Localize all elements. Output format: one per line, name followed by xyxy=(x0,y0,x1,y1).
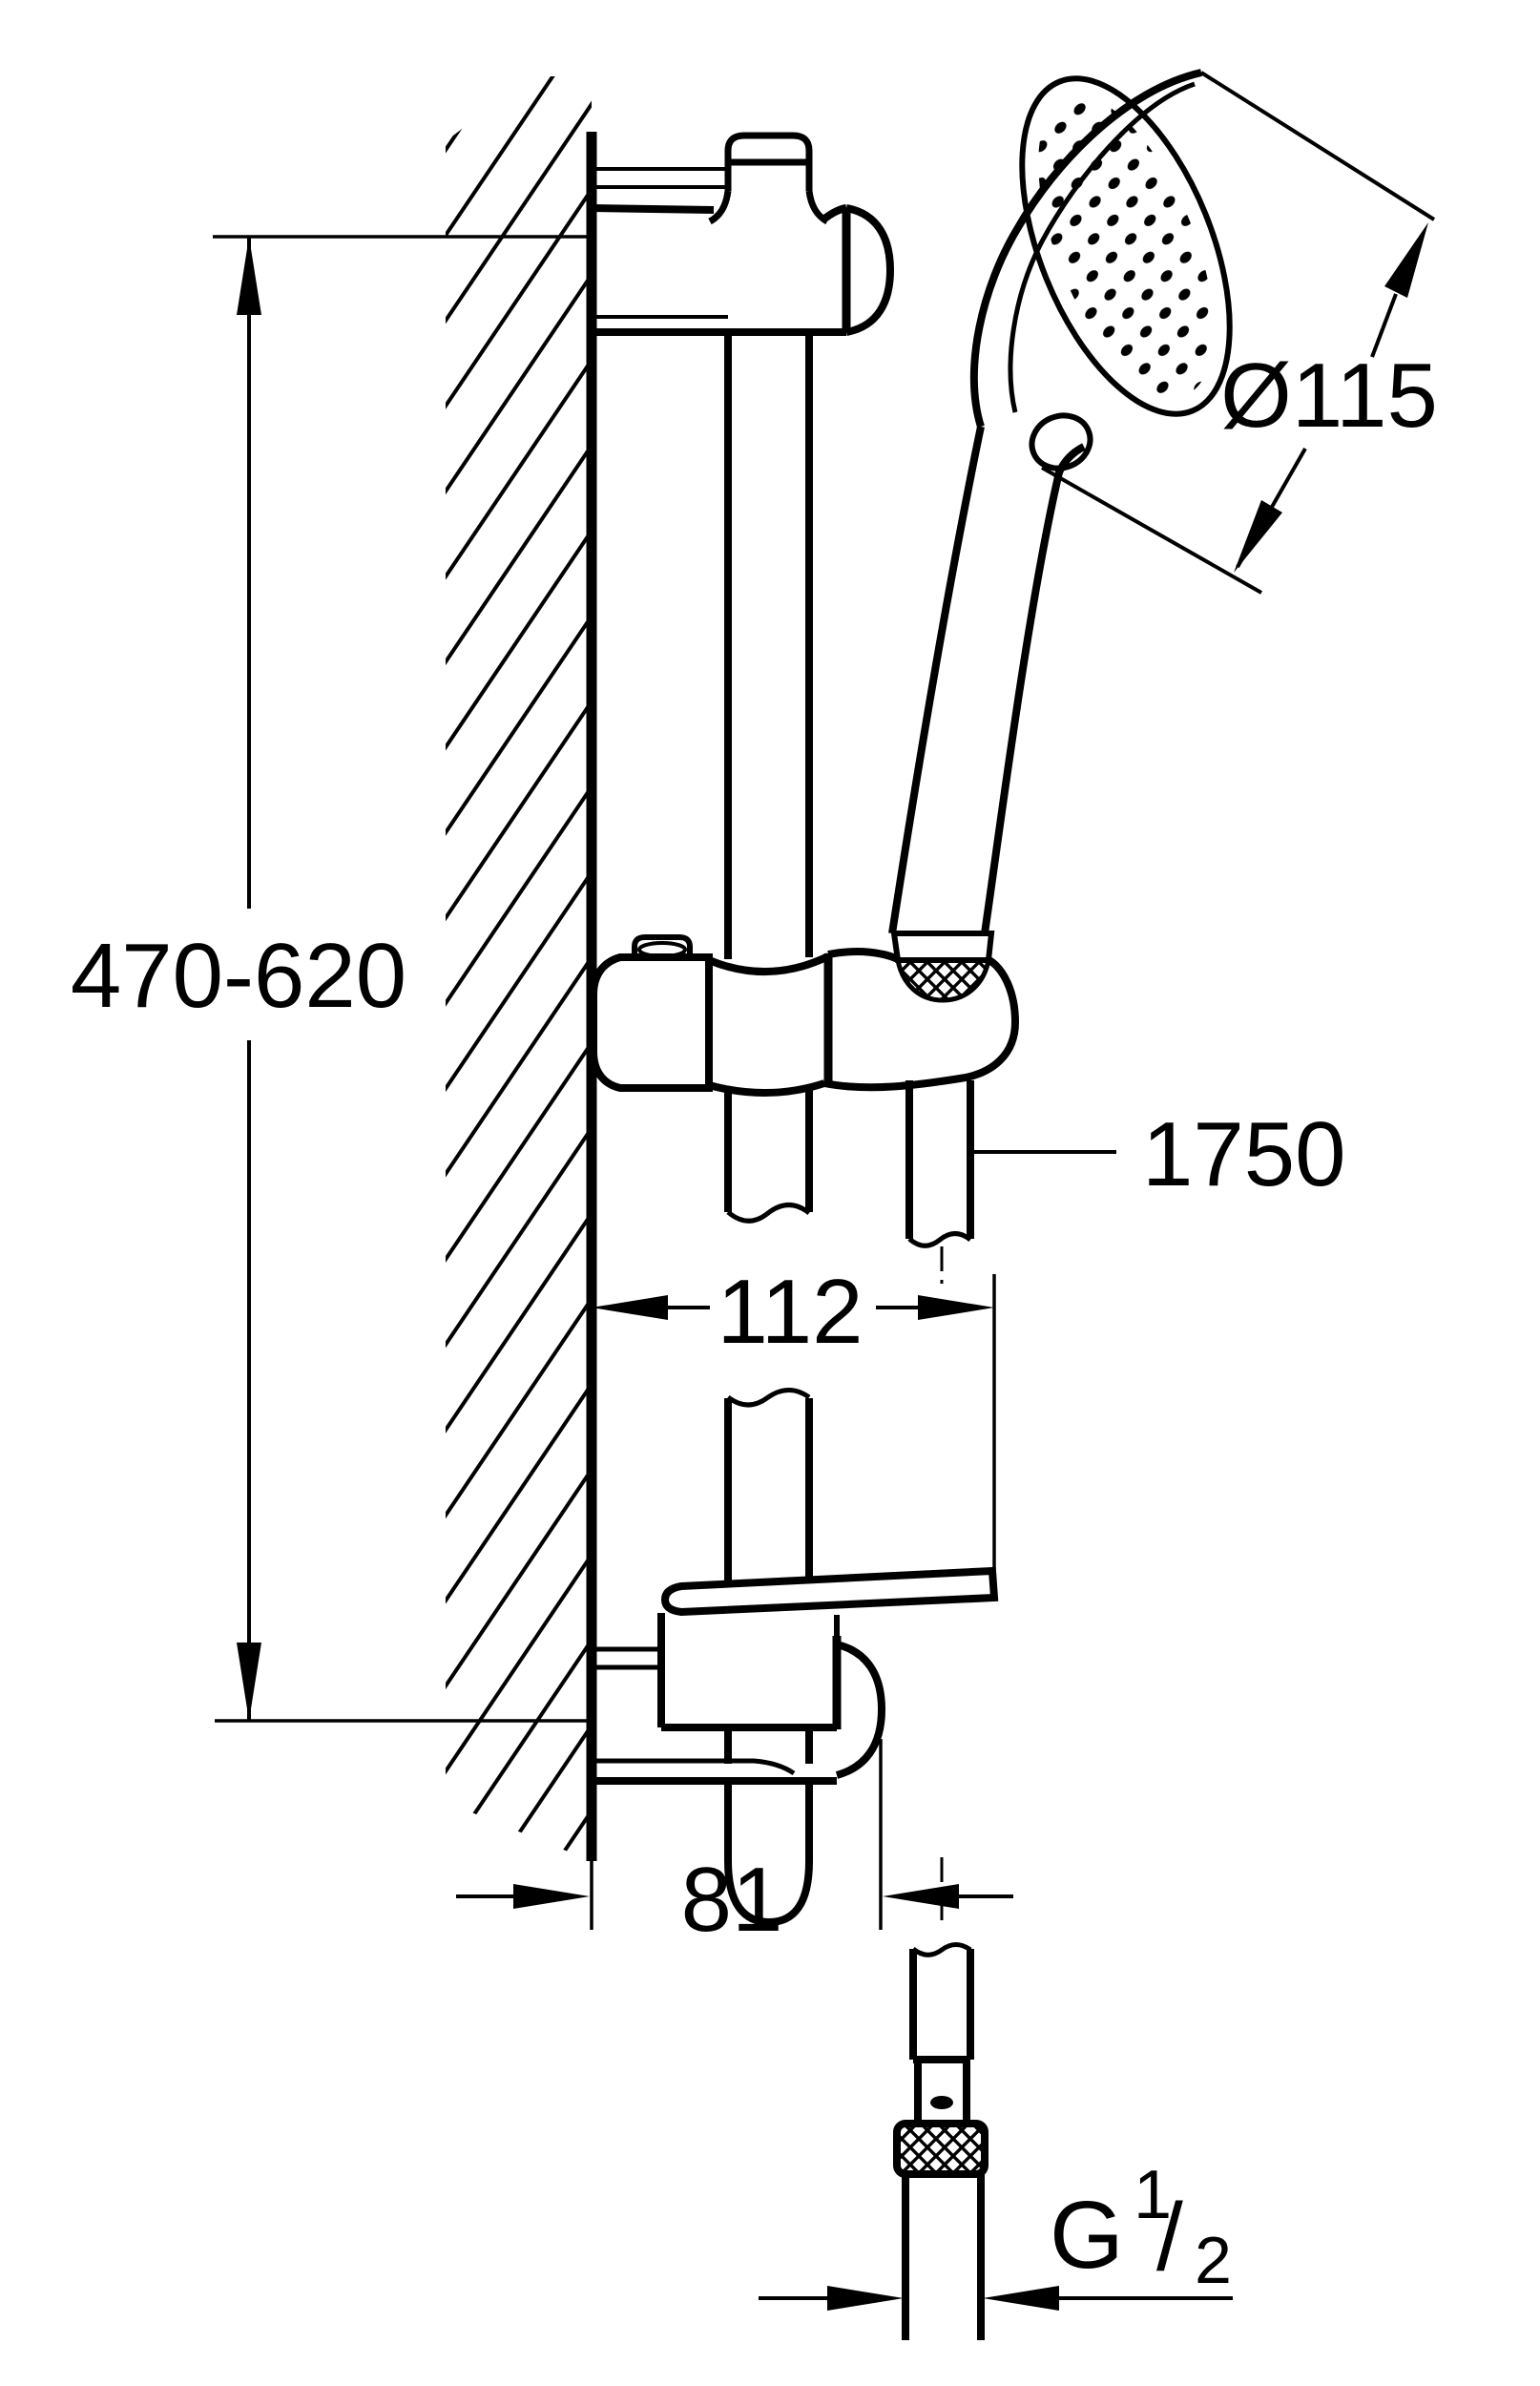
hose-cone-nut xyxy=(890,931,995,963)
wall-to-rail-end-label: 81 xyxy=(681,1849,783,1951)
holder-bulb-body xyxy=(823,955,1020,1092)
handle-left-edge xyxy=(888,426,985,934)
arrow-down-icon xyxy=(237,1643,261,1721)
thread-label-prefix: G xyxy=(1050,2182,1124,2289)
dimension-wall-to-hose: 112 xyxy=(592,1261,996,1573)
hose-break-upper xyxy=(907,1231,972,1248)
glider-block xyxy=(590,953,713,1092)
thread-label-numerator: 1 xyxy=(1134,2157,1172,2233)
holder-bulb xyxy=(827,948,900,963)
knurled-nut xyxy=(893,2120,989,2178)
dimension-hose-length: 1750 xyxy=(970,1103,1346,1205)
bracket-end-dome xyxy=(845,204,895,336)
nozzle-field xyxy=(1038,94,1214,398)
handle-right-edge xyxy=(981,443,1086,934)
arrow-upper-icon xyxy=(1384,222,1428,298)
extension-line-bottom-edge xyxy=(1041,466,1262,595)
top-wall-bracket xyxy=(591,132,895,336)
bracket-end-dome-bottom xyxy=(835,1641,886,1779)
slide-rail xyxy=(724,332,813,1927)
wall-hatch-area xyxy=(446,76,592,1861)
top-screw-cap xyxy=(724,132,813,191)
wall-to-hose-label: 112 xyxy=(717,1261,863,1363)
wall-section xyxy=(446,76,597,1861)
arrow-right-icon xyxy=(918,1295,994,1320)
rail-bottom-cap xyxy=(724,1781,813,1927)
soap-dish-and-bottom-bracket xyxy=(592,1566,999,1785)
dimension-line-upper xyxy=(1370,293,1398,358)
arrow-left-icon xyxy=(827,2286,904,2311)
soap-dish-tray xyxy=(660,1566,999,1617)
glider-knob xyxy=(632,934,693,957)
hose-end-fitting xyxy=(893,1942,989,2340)
arrow-right-icon xyxy=(883,1884,959,1909)
rail-break-lower xyxy=(726,1388,811,1408)
head-rim-line xyxy=(1008,81,1196,413)
dimension-rail-height: 470-620 xyxy=(71,235,588,1723)
dimension-wall-to-rail-end: 81 xyxy=(456,1739,1013,1951)
arrow-left-icon xyxy=(513,1884,590,1909)
head-back-edge xyxy=(969,69,1202,429)
arrow-right-icon xyxy=(983,2286,1059,2311)
thread-label-slash: / xyxy=(1156,2184,1183,2291)
arrow-left-icon xyxy=(592,1295,668,1320)
hose-break-lower xyxy=(911,1942,972,1957)
shower-hose-upper xyxy=(905,1080,974,1292)
spray-face xyxy=(1019,75,1233,471)
rail-height-label: 470-620 xyxy=(71,925,406,1027)
arrow-lower-icon xyxy=(1234,500,1282,573)
arrow-up-icon xyxy=(237,237,261,315)
hand-shower xyxy=(888,69,1233,934)
hose-cone-knurl xyxy=(894,957,992,1003)
thread-label-denominator: 2 xyxy=(1195,2223,1232,2297)
rail-break-upper xyxy=(726,1203,811,1224)
dimension-head-diameter: Ø115 xyxy=(1041,71,1438,595)
fitting-detent xyxy=(930,2096,953,2109)
glider-holder xyxy=(590,931,1020,1097)
head-diameter-label: Ø115 xyxy=(1220,345,1438,447)
dimension-thread: G 1 / 2 xyxy=(759,2157,1233,2311)
hose-length-label: 1750 xyxy=(1142,1103,1346,1205)
extension-line-top-tip xyxy=(1199,71,1436,221)
